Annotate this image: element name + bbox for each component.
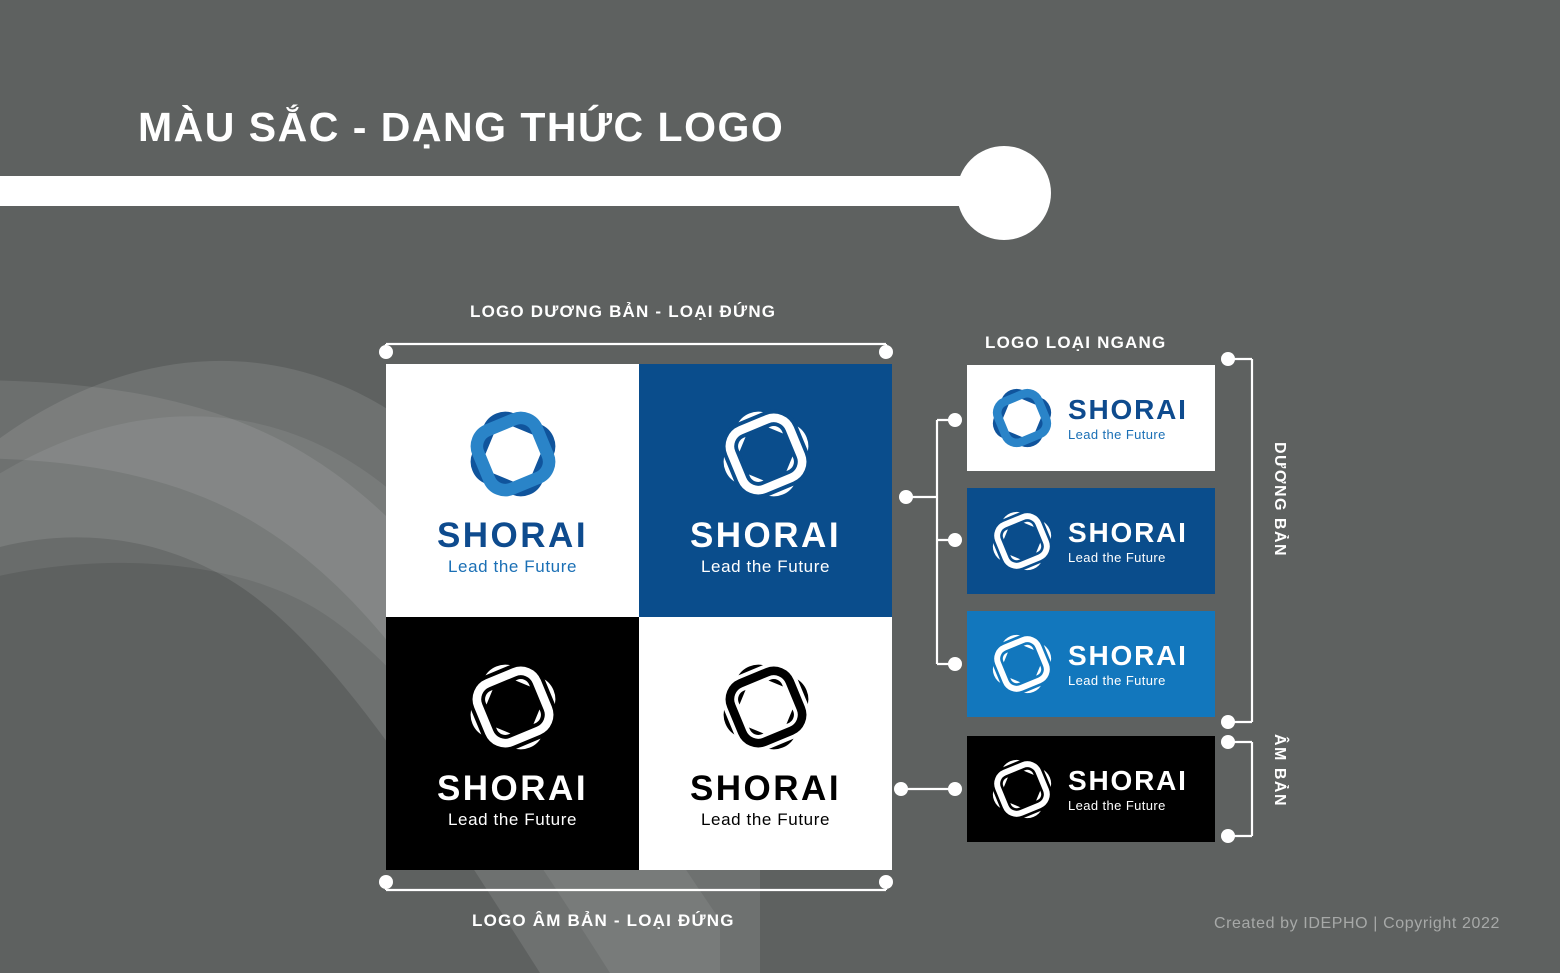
vertical-logo-grid: SHORAI Lead the Future SHORAI Lead the F… xyxy=(386,364,892,870)
wordmark-tagline: Lead the Future xyxy=(700,557,831,576)
horizontal-logo-card-dark-blue: SHORAI Lead the Future xyxy=(967,488,1215,594)
interlocking-octagon-ring-icon xyxy=(721,662,810,752)
page-title: MÀU SẮC - DẠNG THỨC LOGO xyxy=(138,104,785,150)
wordmark-tagline: Lead the Future xyxy=(1068,426,1166,442)
wordmark-name: SHORAI xyxy=(436,769,589,808)
label-logo-positive-vertical: LOGO DƯƠNG BẢN - LOẠI ĐỨNG xyxy=(470,302,777,321)
logo-cell-blue-on-white: SHORAI Lead the Future xyxy=(386,364,639,617)
wordmark-tagline: Lead the Future xyxy=(1068,549,1166,565)
interlocking-octagon-ring-icon xyxy=(992,388,1052,448)
header-accent-circle xyxy=(957,146,1051,240)
wordmark-tagline: Lead the Future xyxy=(447,557,578,576)
wordmark-name: SHORAI xyxy=(1068,764,1188,796)
interlocking-octagon-ring-icon xyxy=(991,633,1053,695)
label-am-ban: ÂM BẢN xyxy=(1271,734,1288,807)
logo-cell-white-on-black: SHORAI Lead the Future xyxy=(386,617,639,870)
horizontal-logo-card-white: SHORAI Lead the Future xyxy=(967,365,1215,471)
wordmark-name: SHORAI xyxy=(689,516,842,555)
wordmark-name: SHORAI xyxy=(1068,516,1188,548)
wordmark-name: SHORAI xyxy=(1068,639,1188,671)
footer-credit: Created by IDEPHO | Copyright 2022 xyxy=(1213,915,1500,932)
horizontal-logo-card-black: SHORAI Lead the Future xyxy=(967,736,1215,842)
interlocking-octagon-ring-icon xyxy=(721,409,810,499)
interlocking-octagon-ring-icon xyxy=(991,758,1053,820)
wordmark-name: SHORAI xyxy=(436,516,589,555)
wordmark-tagline: Lead the Future xyxy=(447,810,578,829)
wordmark-tagline: Lead the Future xyxy=(1068,672,1166,688)
wordmark-name: SHORAI xyxy=(689,769,842,808)
interlocking-octagon-ring-icon xyxy=(991,510,1053,572)
header-accent-bar xyxy=(0,176,1000,206)
interlocking-octagon-ring-icon xyxy=(470,411,555,497)
label-logo-negative-vertical: LOGO ÂM BẢN - LOẠI ĐỨNG xyxy=(472,911,735,930)
logo-cell-white-on-blue: SHORAI Lead the Future xyxy=(639,364,892,617)
wordmark-tagline: Lead the Future xyxy=(1068,797,1166,813)
horizontal-logo-card-light-blue: SHORAI Lead the Future xyxy=(967,611,1215,717)
wordmark-name: SHORAI xyxy=(1068,393,1188,425)
label-logo-horizontal: LOGO LOẠI NGANG xyxy=(985,333,1167,352)
wordmark-tagline: Lead the Future xyxy=(700,810,831,829)
interlocking-octagon-ring-icon xyxy=(468,662,557,752)
label-duong-ban: DƯƠNG BẢN xyxy=(1271,442,1288,558)
logo-cell-black-on-white: SHORAI Lead the Future xyxy=(639,617,892,870)
